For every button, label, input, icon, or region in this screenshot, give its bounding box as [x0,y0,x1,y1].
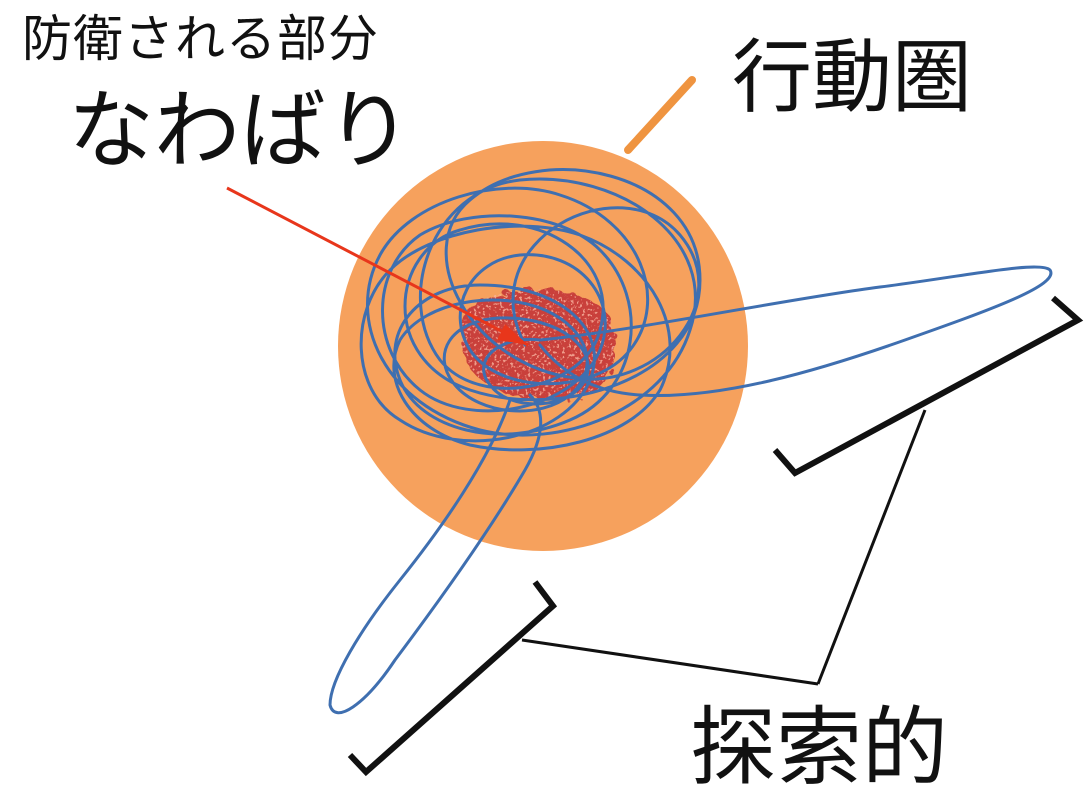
movement-excursion-northeast [538,265,1053,398]
home-range-pointer [624,76,696,154]
defended-part-label: 防衛される部分 [22,10,379,68]
bracket-southwest [347,580,558,777]
movement-loops [359,168,702,452]
territory-arrowhead [497,324,528,345]
exploratory-label: 探索的 [690,698,948,798]
home-range-label: 行動圏 [732,31,972,124]
movement-excursion-southwest [328,393,543,715]
movement-path [328,168,1053,715]
leader-southwest [521,638,819,686]
bracket-northeast [772,295,1084,477]
territory-label: なわばり [68,81,412,181]
territory-arrow [226,186,529,347]
exploratory-brackets [347,295,1084,777]
leader-northeast [816,409,927,685]
